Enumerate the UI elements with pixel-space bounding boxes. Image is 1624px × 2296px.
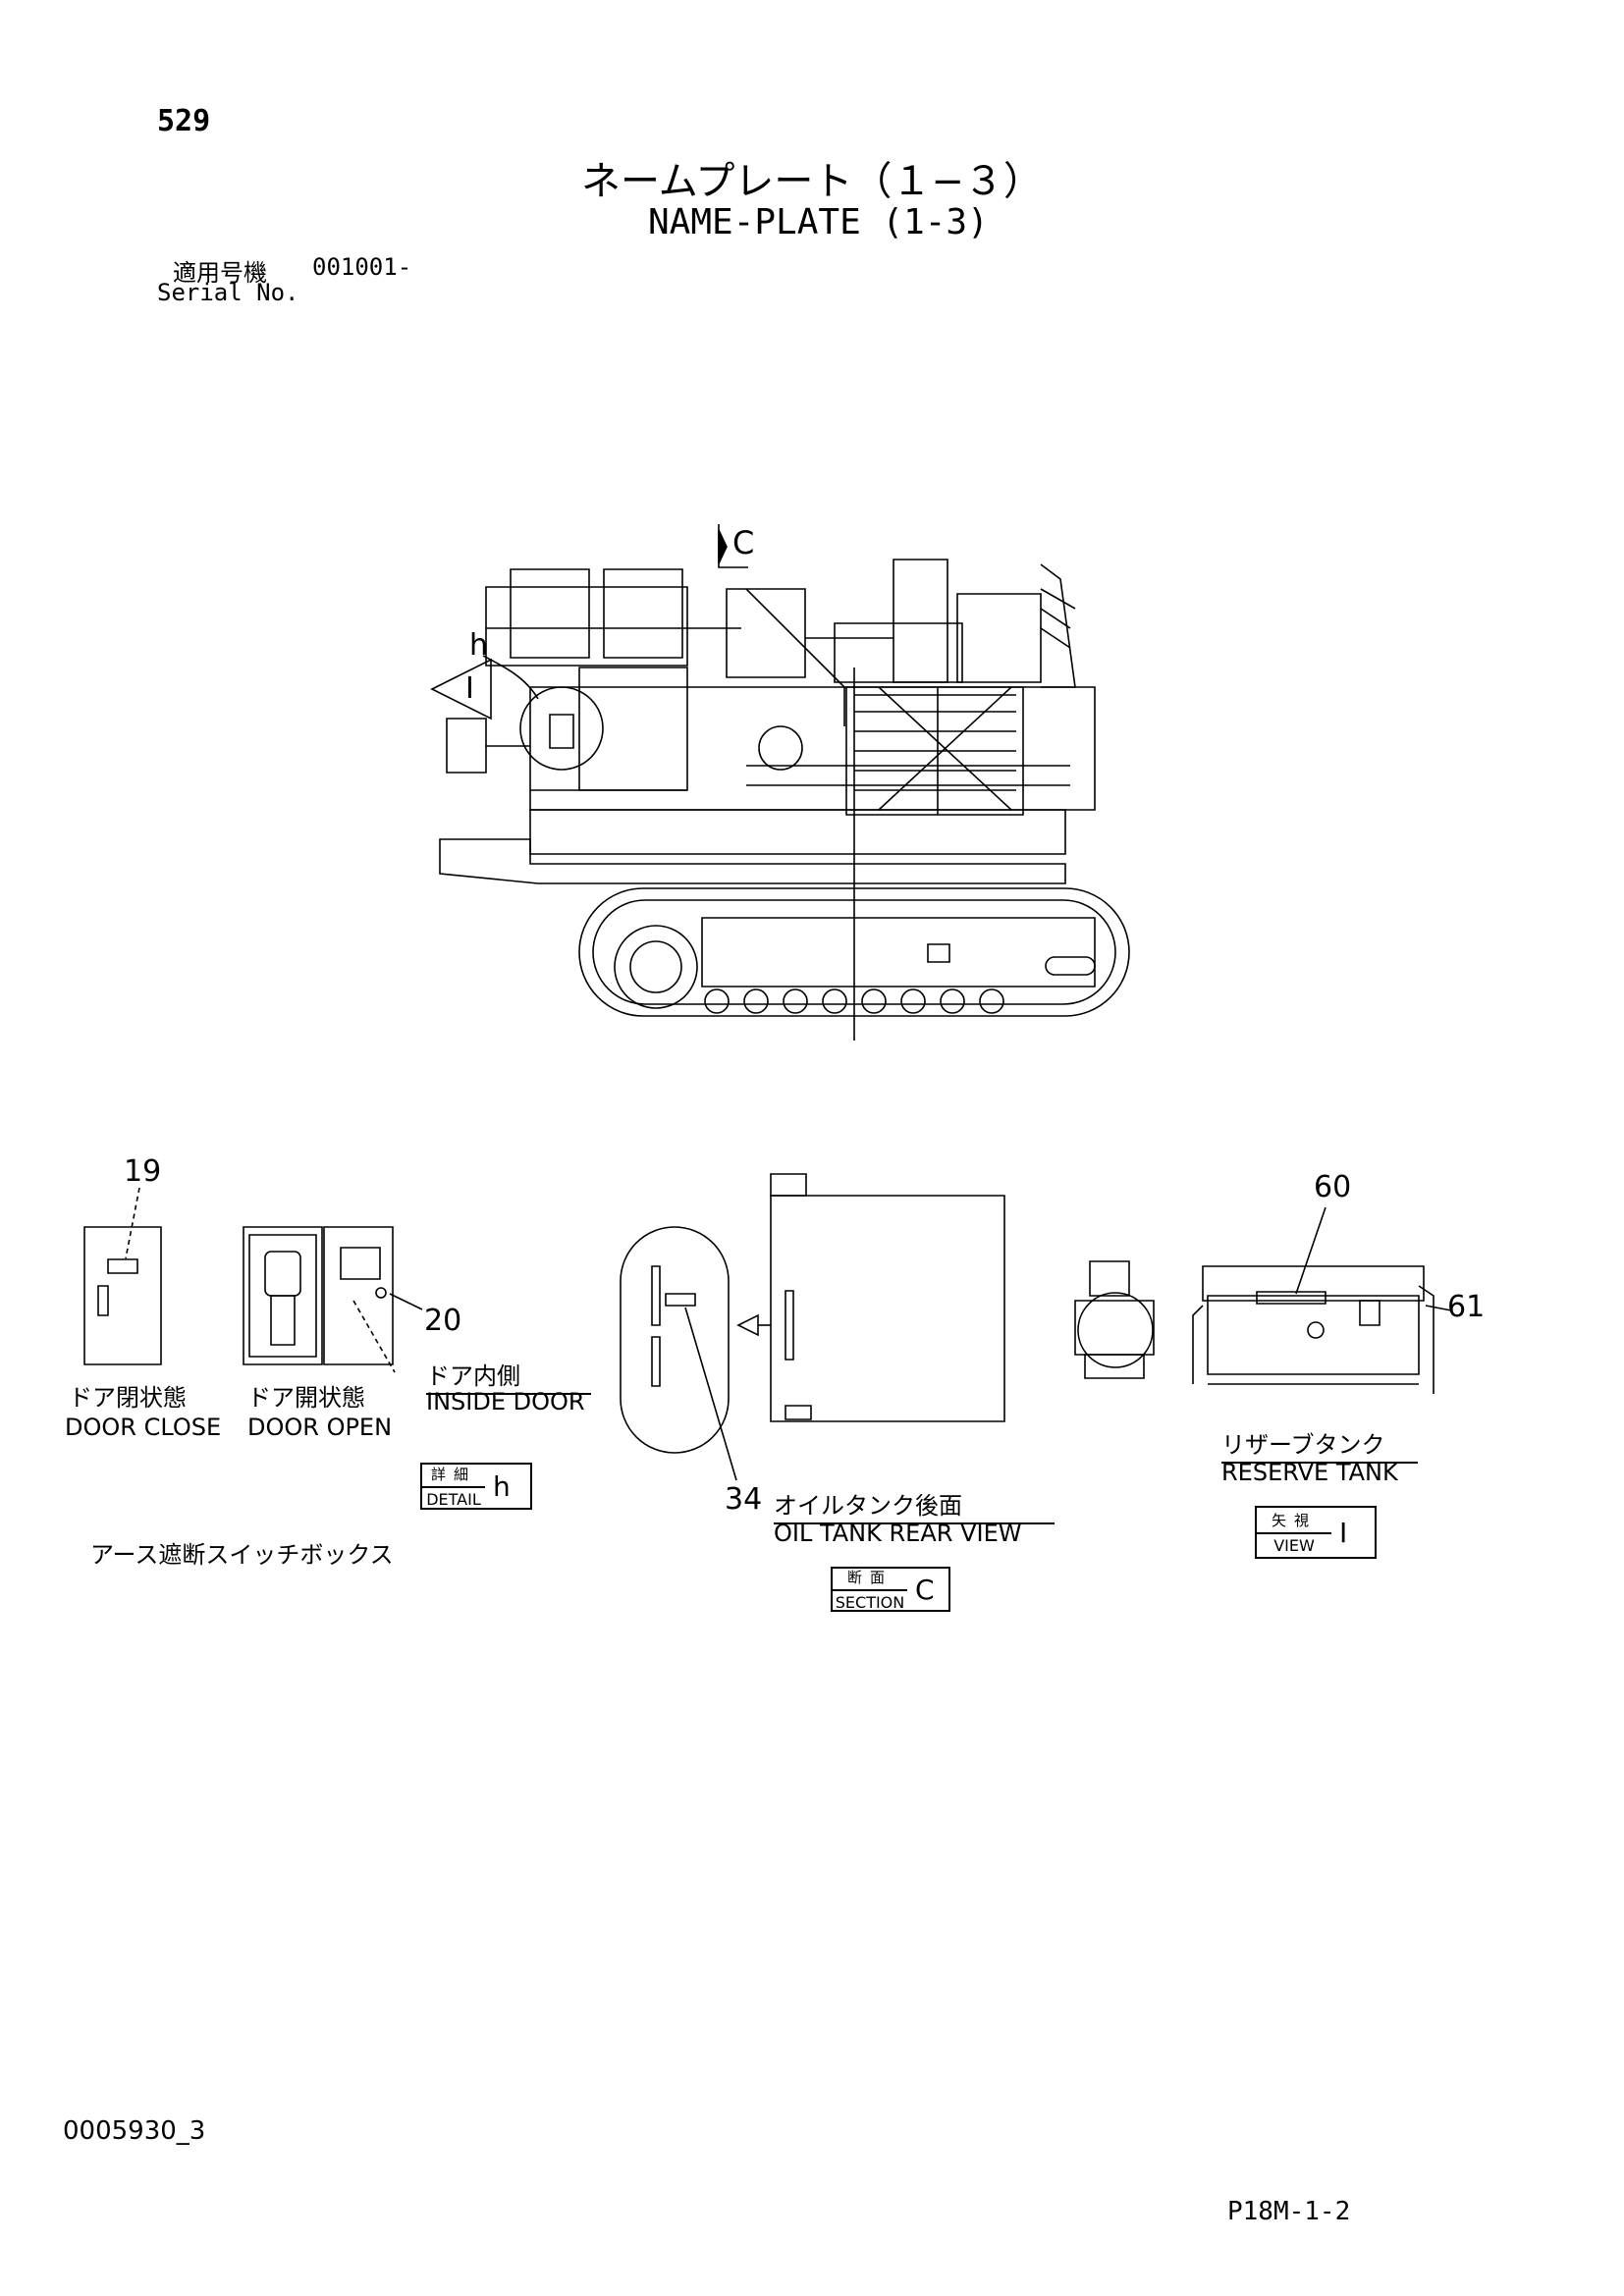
callout-61: 61 [1447, 1290, 1486, 1324]
detail-marker-h: h [469, 628, 489, 663]
view-tag-letter: I [1339, 1516, 1348, 1549]
oil-tank-jp-text: オイルタンク後面 [774, 1492, 962, 1520]
door-open-label-en: DOOR OPEN [247, 1414, 393, 1441]
view-marker-c: C [732, 524, 755, 561]
serial-value: 001001- [312, 253, 412, 281]
callout-60: 60 [1314, 1170, 1352, 1204]
view-marker-i: I [465, 671, 474, 706]
inside-door-label-en: INSIDE DOOR [426, 1388, 585, 1415]
inside-door-jp-text: ドア内側 [426, 1362, 520, 1390]
door-close-label-jp: ドア閉状態 [69, 1384, 187, 1412]
serial-label-japanese: 適用号機 [173, 259, 267, 287]
view-tag-jp: 矢視 [1257, 1508, 1331, 1534]
title-japanese: ネームプレート（１−３） [581, 159, 1043, 204]
reserve-tank-jp-text: リザーブタンク [1221, 1431, 1385, 1459]
view-tag-en: VIEW [1273, 1536, 1315, 1555]
detail-tag-letter: h [493, 1469, 511, 1503]
detail-tag-h: 詳細 DETAIL h [420, 1463, 532, 1510]
section-tag-jp: 断面 [833, 1565, 907, 1591]
callout-19: 19 [124, 1154, 162, 1189]
reserve-tank-label-en: RESERVE TANK [1221, 1459, 1398, 1486]
oil-tank-label-en: OIL TANK REAR VIEW [774, 1520, 1022, 1547]
detail-tag-jp: 詳細 [422, 1462, 485, 1488]
serial-label-english: Serial No. [157, 279, 299, 306]
title-english: NAME-PLATE (1-3) [648, 202, 989, 242]
detail-tag-en: DETAIL [426, 1490, 481, 1509]
earth-switch-box-label-jp: アース遮断スイッチボックス [90, 1541, 394, 1569]
callout-20: 20 [424, 1304, 462, 1338]
door-close-open-label-en-left: DOOR CLOSE [65, 1414, 222, 1441]
sheet-code: P18M-1-2 [1227, 2197, 1351, 2226]
reserve-tank-label-jp: リザーブタンク [1221, 1425, 1418, 1464]
page-number: 529 [157, 104, 211, 138]
door-open-label-jp: ドア開状態 [247, 1384, 365, 1412]
callout-34: 34 [725, 1482, 763, 1517]
oil-tank-label-jp: オイルタンク後面 [774, 1486, 1055, 1524]
section-tag-letter: C [915, 1573, 935, 1606]
view-tag-i: 矢視 VIEW I [1255, 1506, 1377, 1559]
document-code: 0005930_3 [63, 2116, 206, 2146]
inside-door-label-jp: ドア内側 [426, 1357, 591, 1395]
section-tag-en: SECTION [835, 1593, 905, 1612]
section-tag-c: 断面 SECTION C [831, 1567, 950, 1612]
